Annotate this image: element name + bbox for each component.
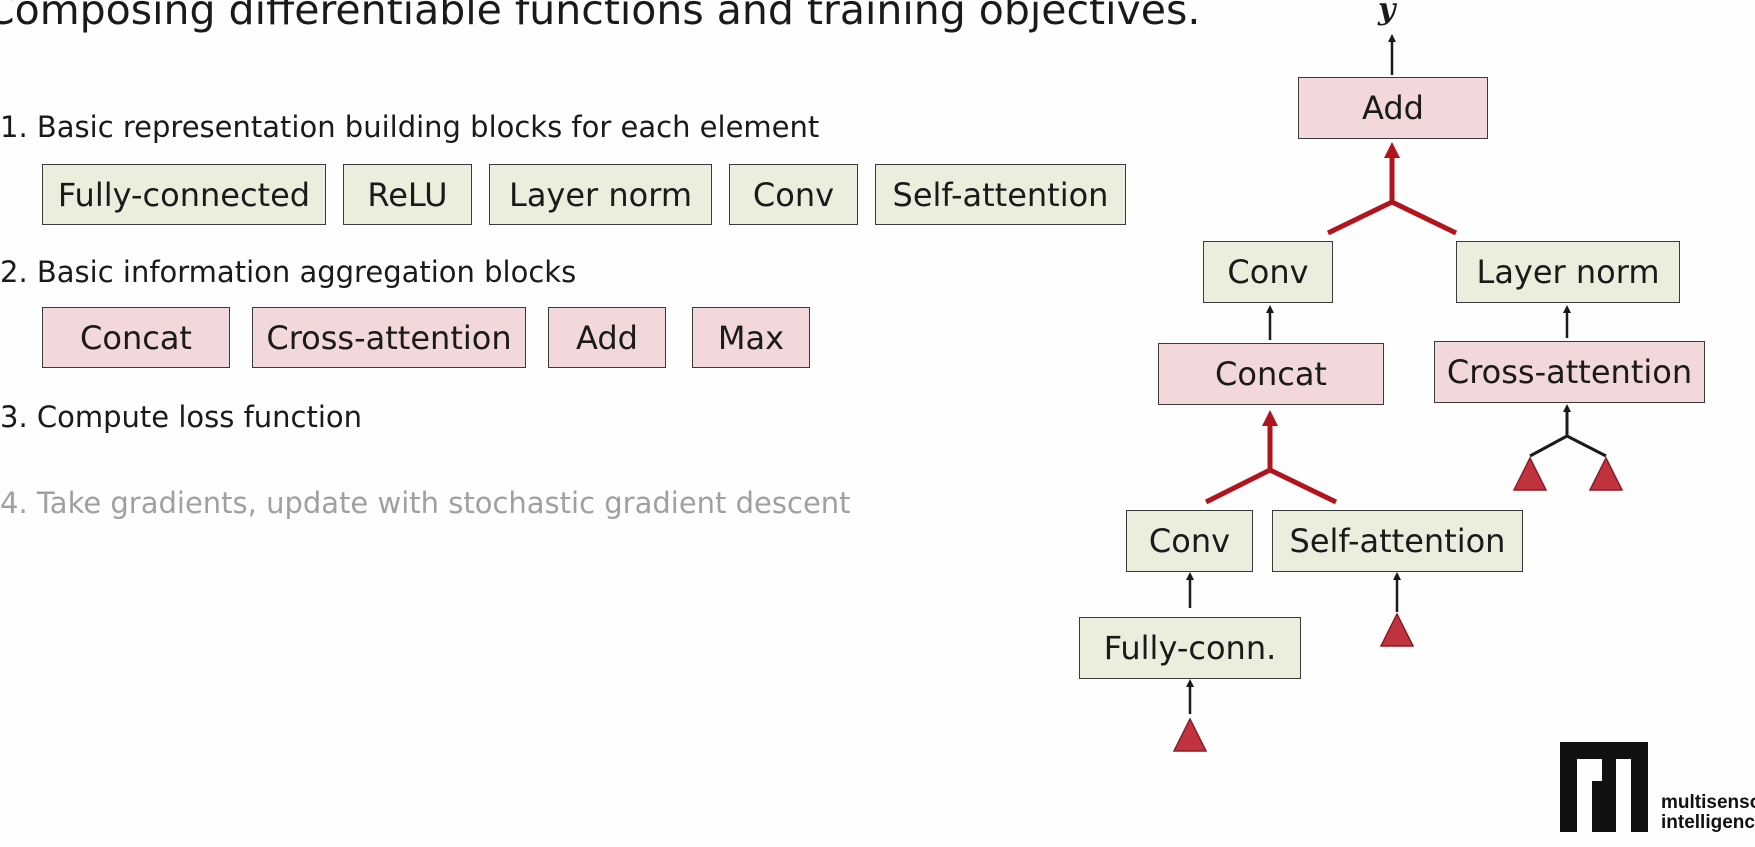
input-triangle-icon [1172, 717, 1208, 752]
multisensory-logo-icon [1560, 742, 1648, 832]
slide-title: Composing differentiable functions and t… [0, 0, 1201, 34]
node-add: Add [1298, 77, 1488, 139]
logo-text-line2: intelligence [1661, 812, 1755, 833]
block-cross-attention: Cross-attention [252, 307, 526, 368]
input-triangle-icon [1512, 456, 1548, 491]
node-concat: Concat [1158, 343, 1384, 405]
block-concat: Concat [42, 307, 230, 368]
node-conv-bottom: Conv [1126, 510, 1253, 572]
logo-text: multisensory intelligence [1661, 793, 1755, 833]
node-fully-conn: Fully-conn. [1079, 617, 1301, 679]
node-conv-top: Conv [1203, 241, 1333, 303]
block-self-attention: Self-attention [875, 164, 1126, 225]
block-conv: Conv [729, 164, 858, 225]
node-cross-attention: Cross-attention [1434, 341, 1705, 403]
block-add: Add [548, 307, 666, 368]
logo-text-line1: multisensory [1661, 792, 1755, 813]
input-triangles [1172, 456, 1624, 752]
block-relu: ReLU [343, 164, 472, 225]
step-1-text: 1. Basic representation building blocks … [0, 110, 820, 144]
step-3-text: 3. Compute loss function [0, 400, 363, 434]
output-y-label: y [1378, 0, 1396, 27]
node-layer-norm: Layer norm [1456, 241, 1680, 303]
input-triangle-icon [1588, 456, 1624, 491]
step-2-text: 2. Basic information aggregation blocks [0, 255, 577, 289]
input-triangle-icon [1379, 612, 1415, 647]
node-self-attention: Self-attention [1272, 510, 1523, 572]
merge-add [1326, 142, 1458, 236]
merge-cross-attention [1529, 404, 1607, 458]
block-layer-norm: Layer norm [489, 164, 712, 225]
block-max: Max [692, 307, 810, 368]
block-fully-connected: Fully-connected [42, 164, 326, 225]
step-4-text: 4. Take gradients, update with stochasti… [0, 486, 851, 520]
merge-concat [1204, 410, 1338, 505]
